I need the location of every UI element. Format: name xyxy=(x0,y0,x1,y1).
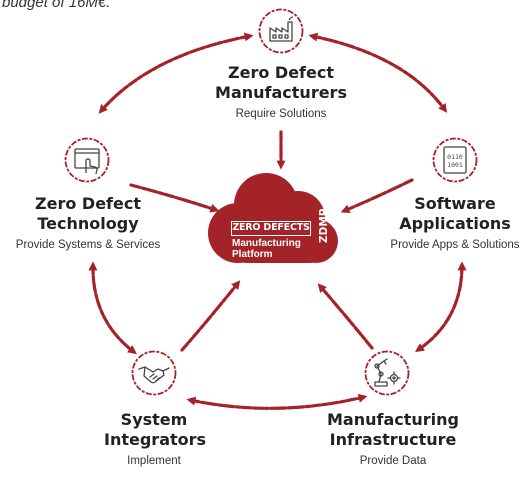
arrow-software-infrastructure xyxy=(415,261,467,353)
svg-text:1001: 1001 xyxy=(447,161,463,169)
technology-title-line2: Technology xyxy=(37,214,139,233)
infrastructure-subtitle: Provide Data xyxy=(359,455,427,467)
arrow-manufacturers-software xyxy=(308,32,448,113)
software-title-line1: Software xyxy=(414,194,496,213)
arrow-integrators-infrastructure xyxy=(186,393,368,410)
handshake-icon xyxy=(131,350,177,396)
integrators-subtitle: Implement xyxy=(127,455,181,467)
integrators-title-line1: System xyxy=(120,410,188,429)
factory-icon xyxy=(258,8,304,54)
caption-text: budget of 16M€. xyxy=(2,0,111,11)
manufacturers-title-line1: Zero Defect xyxy=(228,63,334,82)
binary-code-icon: 0110 1001 xyxy=(432,137,478,183)
node-integrators: System Integrators Implement xyxy=(104,410,207,468)
node-software: Software Applications Provide Apps & Sol… xyxy=(380,194,530,252)
arrow-manufacturers-technology xyxy=(98,32,254,114)
arrow-technology-platform xyxy=(129,183,220,213)
platform-subtitle: Manufacturing Platform xyxy=(232,238,312,260)
zdmp-side-text: ZDMP xyxy=(318,208,330,243)
technology-title-line1: Zero Defect xyxy=(35,194,141,213)
software-subtitle: Provide Apps & Solutions xyxy=(390,239,520,251)
arrow-infrastructure-platform xyxy=(317,283,374,350)
manufacturers-subtitle: Require Solutions xyxy=(235,108,327,120)
infrastructure-title-line1: Manufacturing xyxy=(327,410,459,429)
arrow-integrators-platform xyxy=(180,280,241,352)
node-infrastructure: Manufacturing Infrastructure Provide Dat… xyxy=(318,410,468,468)
software-title-line2: Applications xyxy=(399,214,511,233)
svg-text:0110: 0110 xyxy=(447,153,463,161)
zero-defects-badge: ZERO DEFECTS xyxy=(231,221,311,236)
platform-subtitle-line2: Platform xyxy=(232,249,273,260)
robot-arm-icon xyxy=(364,350,410,396)
touch-screen-icon xyxy=(64,137,110,183)
manufacturers-title-line2: Manufacturers xyxy=(215,83,347,102)
infrastructure-title-line2: Infrastructure xyxy=(329,430,457,449)
arrow-software-platform xyxy=(340,178,414,214)
node-technology: Zero Defect Technology Provide Systems &… xyxy=(0,194,176,252)
integrators-title-line2: Integrators xyxy=(104,430,207,449)
platform-subtitle-line1: Manufacturing xyxy=(232,238,301,249)
arrow-technology-integrators xyxy=(88,261,137,355)
node-manufacturers: Zero Defect Manufacturers Require Soluti… xyxy=(206,63,356,121)
platform-cloud: ZERO DEFECTS Manufacturing Platform ZDMP xyxy=(198,163,346,271)
technology-subtitle: Provide Systems & Services xyxy=(15,239,161,251)
